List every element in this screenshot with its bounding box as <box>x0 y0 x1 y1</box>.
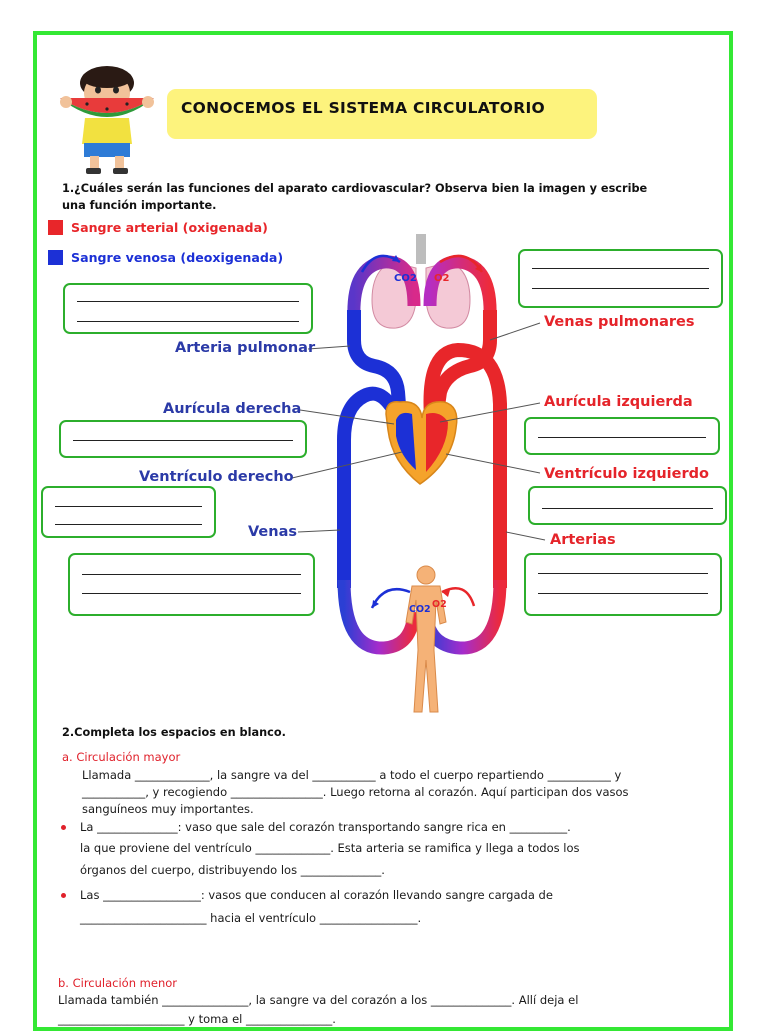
bullet-1-line-2: la que proviene del ventrículo _________… <box>80 841 580 855</box>
body-figure <box>405 565 447 713</box>
question-1: 1.¿Cuáles serán las funciones del aparat… <box>62 182 648 212</box>
label-venas: Venas <box>248 524 298 540</box>
trachea <box>416 234 426 264</box>
legend-red-swatch <box>48 220 63 235</box>
question-2: 2.Completa los espacios en blanco. <box>62 726 286 739</box>
answer-box-arteria-pulmonar[interactable] <box>63 283 313 334</box>
section-a-line-3: sanguíneos muy importantes. <box>82 802 254 816</box>
left-heart-chambers <box>426 413 448 472</box>
co2-top-label: CO2 <box>394 273 417 284</box>
title-banner: CONOCEMOS EL SISTEMA CIRCULATORIO <box>167 89 597 139</box>
answer-box-ventriculo-izquierdo[interactable] <box>528 486 727 525</box>
label-auricula-derecha: Aurícula derecha <box>163 401 302 417</box>
kid-watermelon-illustration <box>60 66 154 174</box>
bullet-1-line-1: La ______________: vaso que sale del cor… <box>80 820 571 834</box>
bullet-2 <box>61 893 66 898</box>
heart <box>385 401 458 485</box>
legend-blue-swatch <box>48 250 63 265</box>
o2-top-label: O2 <box>434 273 450 284</box>
section-a-line-2: ___________, y recogiendo ______________… <box>82 785 629 799</box>
legend-arterial-label: Sangre arterial (oxigenada) <box>71 220 268 235</box>
answer-box-venas[interactable] <box>68 553 315 616</box>
legend-venous-label: Sangre venosa (deoxigenada) <box>71 250 284 265</box>
answer-box-auricula-derecha[interactable] <box>59 420 307 458</box>
right-heart-chambers <box>396 412 416 470</box>
section-a-line-1: Llamada _____________, la sangre va del … <box>82 768 622 782</box>
o2-bottom-label: O2 <box>432 599 447 610</box>
section-b-line-1: Llamada también _______________, la sang… <box>58 993 579 1007</box>
answer-box-venas-pulmonares[interactable] <box>518 249 723 308</box>
section-b-heading: b. Circulación menor <box>58 976 177 990</box>
label-arteria-pulmonar: Arteria pulmonar <box>175 340 316 356</box>
answer-box-auricula-izquierda[interactable] <box>524 417 720 455</box>
bullet-2-line-1: Las _________________: vasos que conduce… <box>80 888 553 902</box>
label-arterias: Arterias <box>550 532 616 548</box>
label-ventriculo-derecho: Ventrículo derecho <box>139 469 294 485</box>
circulatory-diagram: CO2 O2 CO2 O2 <box>291 234 546 713</box>
section-b-line-2: ______________________ y toma el _______… <box>58 1012 336 1026</box>
answer-box-arterias[interactable] <box>524 553 722 616</box>
page-title: CONOCEMOS EL SISTEMA CIRCULATORIO <box>181 99 545 117</box>
legend-arterial: Sangre arterial (oxigenada) <box>48 220 268 235</box>
section-a-heading: a. Circulación mayor <box>62 750 181 764</box>
bullet-2-line-2: ______________________ hacia el ventrícu… <box>80 911 422 925</box>
label-venas-pulmonares: Venas pulmonares <box>544 314 695 330</box>
answer-box-ventriculo-derecho[interactable] <box>41 486 216 538</box>
label-ventriculo-izquierdo: Ventrículo izquierdo <box>544 466 709 482</box>
bullet-1 <box>61 825 66 830</box>
bullet-1-line-3: órganos del cuerpo, distribuyendo los __… <box>80 863 385 877</box>
legend-venous: Sangre venosa (deoxigenada) <box>48 250 283 265</box>
co2-bottom-label: CO2 <box>409 604 431 615</box>
label-auricula-izquierda: Aurícula izquierda <box>544 394 693 410</box>
